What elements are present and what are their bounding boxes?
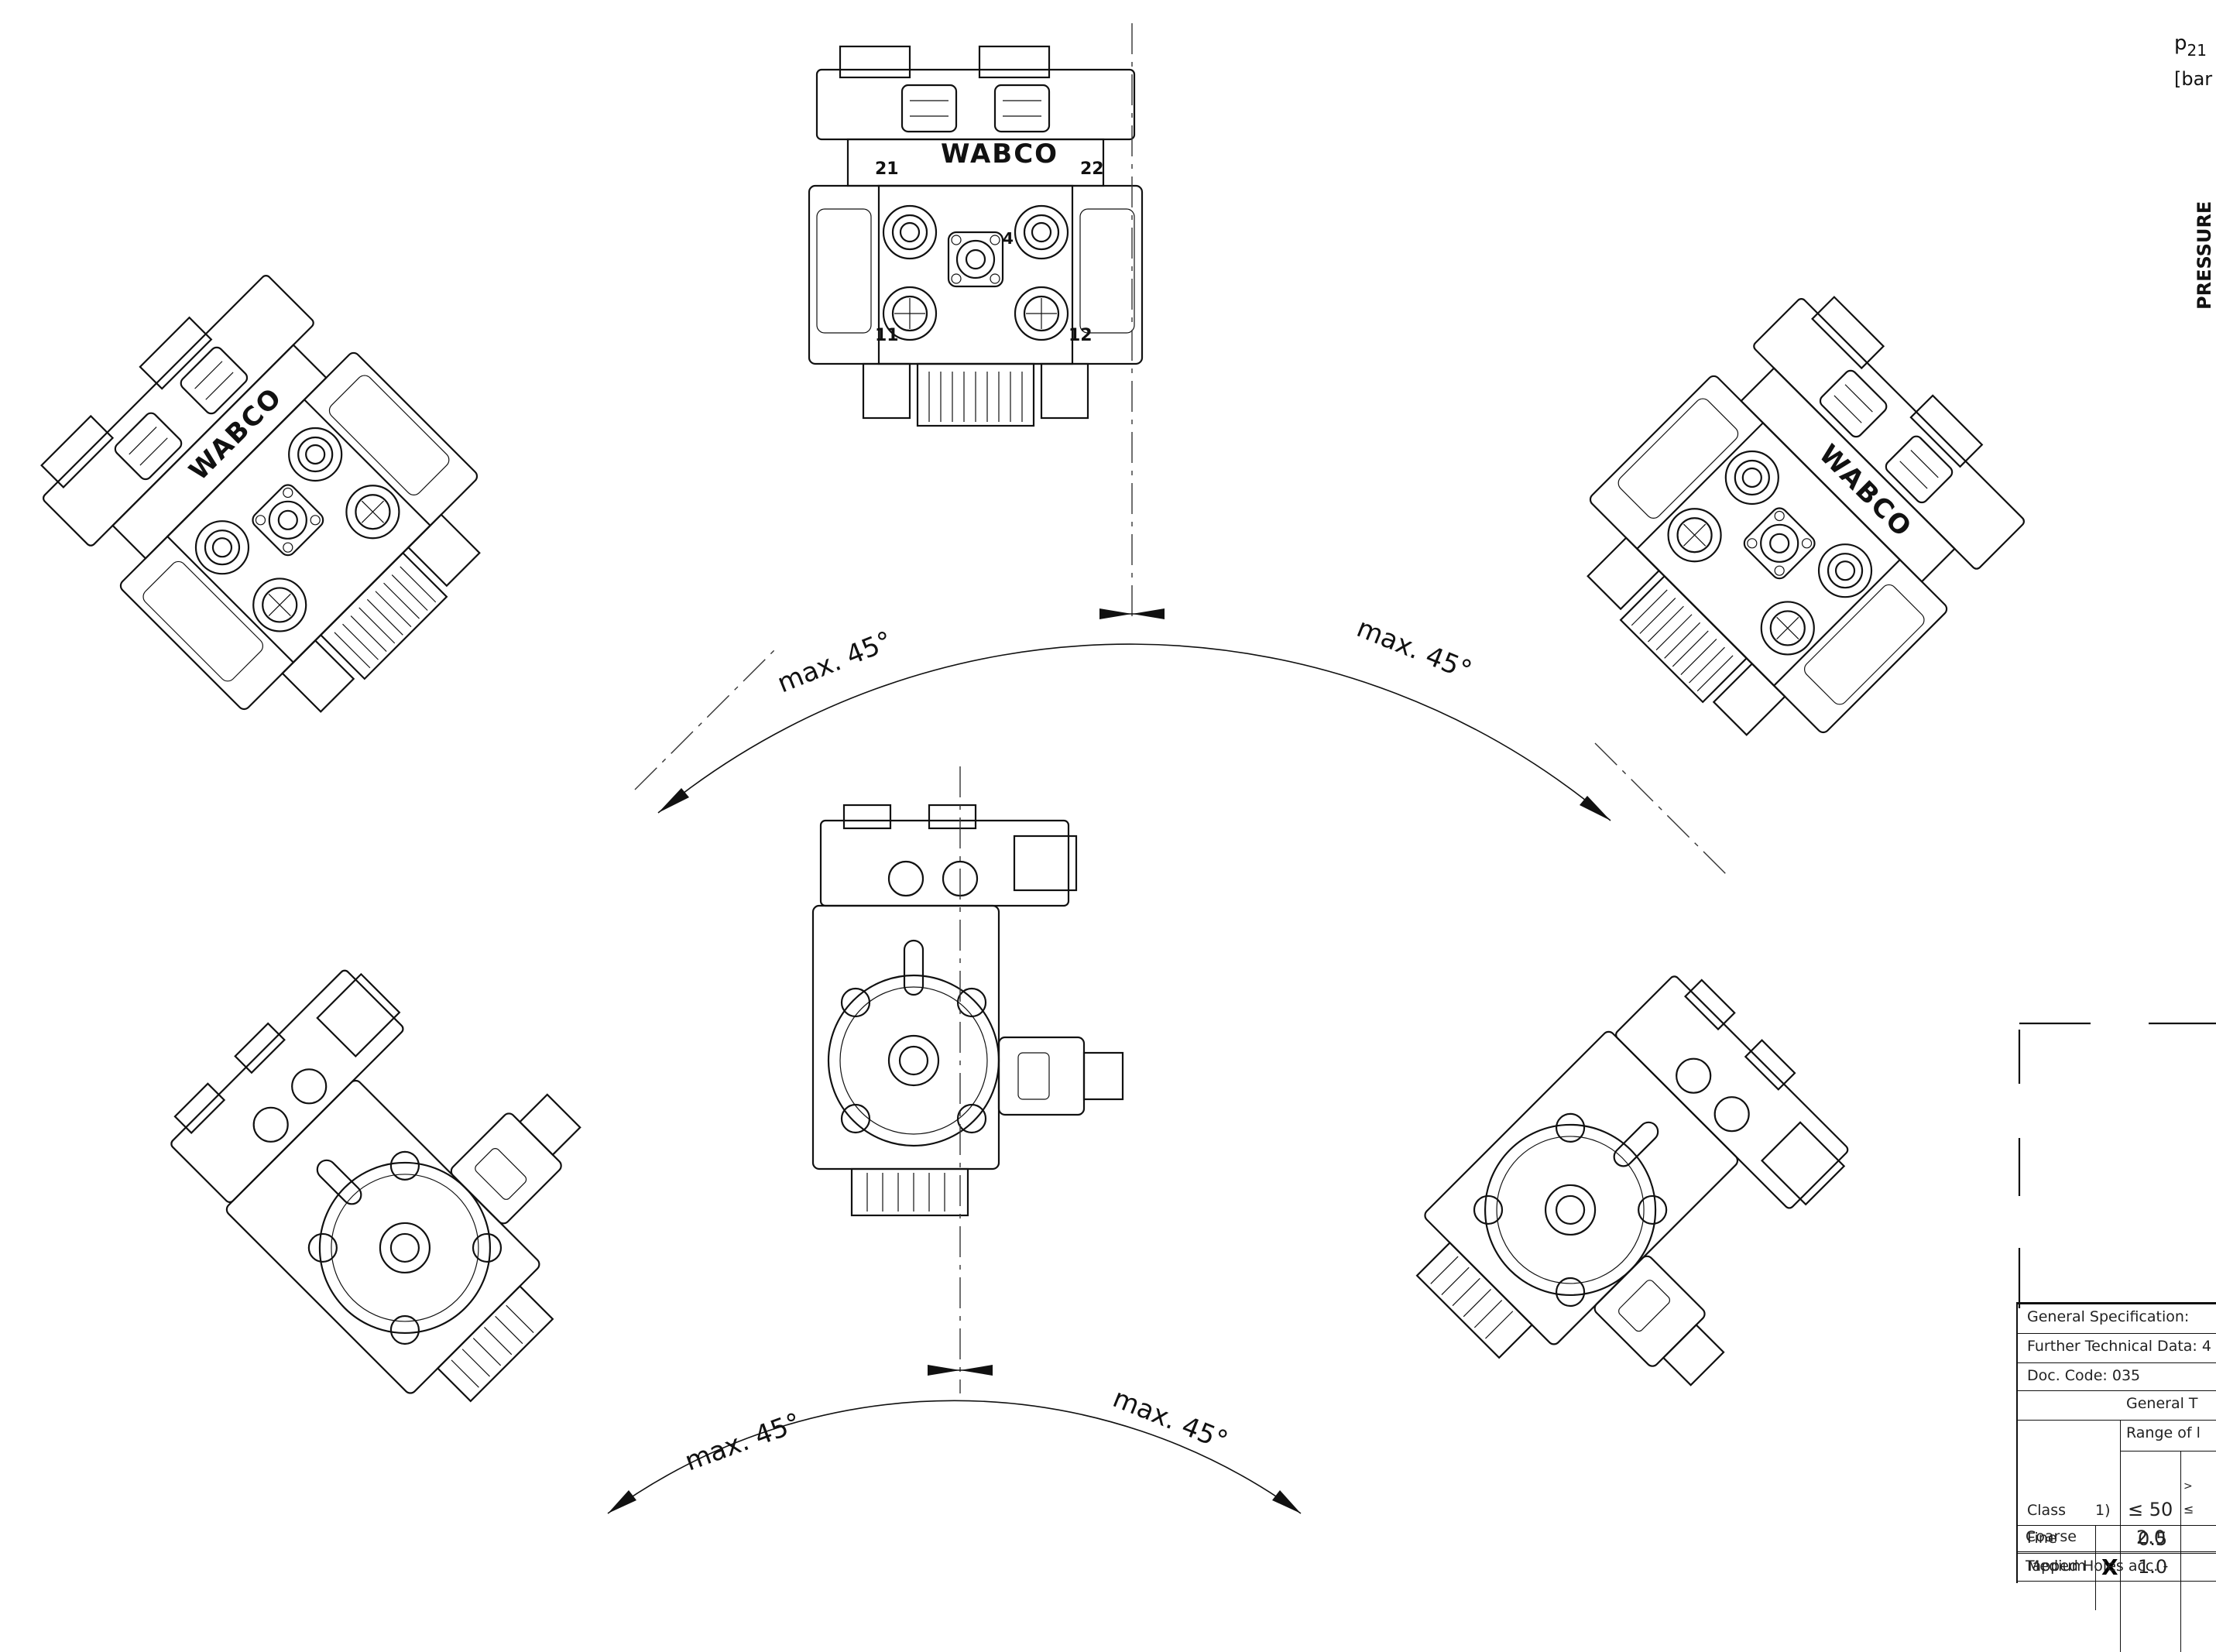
medium-mark: X xyxy=(2101,1554,2118,1580)
pressure-unit: [bar xyxy=(2174,68,2212,90)
lower-angle-dimension xyxy=(607,1365,1302,1514)
technical-drawing: WABCO 21 22 11 12 4 WABCO WABCO xyxy=(19,23,2216,1514)
pressure-symbol: p21 xyxy=(2174,32,2207,60)
general-specification: General Specification: xyxy=(2027,1308,2190,1325)
valve-view-upper-right: WABCO xyxy=(1543,274,2049,780)
angle-label-lower-right: max. 45° xyxy=(1109,1383,1233,1457)
valve-view-top-center: WABCO 21 22 11 12 4 xyxy=(808,45,1144,427)
range-le-50: ≤ 50 xyxy=(2128,1499,2173,1520)
valve-view-bottom-center xyxy=(811,804,1124,1217)
fine-value: 0.5 xyxy=(2138,1528,2168,1550)
brand-label: WABCO xyxy=(1813,439,1918,544)
range-of-heading: Range of l xyxy=(2126,1424,2201,1441)
port-12-label: 12 xyxy=(1069,326,1093,345)
class-label: Class xyxy=(2027,1502,2066,1519)
class-note: 1) xyxy=(2095,1502,2111,1519)
title-block-lower xyxy=(2016,1579,2216,1582)
pressure-vertical-label: PRESSURE xyxy=(2194,201,2215,310)
port-4-label: 4 xyxy=(1003,229,1014,248)
valve-view-bottom-left xyxy=(152,918,664,1430)
port-21-label: 21 xyxy=(875,159,899,179)
general-tolerances-heading: General T xyxy=(2126,1395,2198,1412)
doc-code: Doc. Code: 035 xyxy=(2027,1367,2141,1384)
angle-label-lower-left: max. 45° xyxy=(681,1407,804,1478)
port-11-label: 11 xyxy=(875,326,899,345)
brand-label: WABCO xyxy=(184,382,289,487)
range-le-symbol: ≤ xyxy=(2183,1502,2194,1517)
upper-angle-dimension xyxy=(657,608,1611,821)
coarse-value: 2.0 xyxy=(2136,1527,2166,1548)
valve-view-bottom-right xyxy=(1388,957,1900,1469)
coarse-label: Coarse xyxy=(2026,1528,2077,1545)
port-22-label: 22 xyxy=(1080,159,1104,179)
valve-view-upper-left: WABCO xyxy=(19,251,524,756)
brand-label: WABCO xyxy=(941,139,1058,170)
frame-fragments xyxy=(2018,1022,2216,1308)
range-gt-symbol: > xyxy=(2183,1480,2193,1493)
angle-label-upper-right: max. 45° xyxy=(1353,612,1477,687)
further-technical-data: Further Technical Data: 4 xyxy=(2027,1338,2211,1355)
center-lines xyxy=(634,23,1727,1393)
tapped-holes: Tapped Holes acc. - xyxy=(2026,1558,2169,1575)
medium-label: Medium xyxy=(2027,1558,2086,1575)
title-block-row-coarse xyxy=(2016,1551,2216,1552)
fine-label: Fine xyxy=(2027,1530,2057,1547)
medium-value: 1.0 xyxy=(2138,1556,2168,1578)
